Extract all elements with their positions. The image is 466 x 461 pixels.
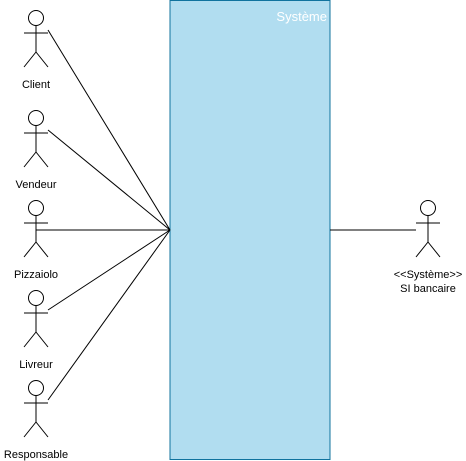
actor-client-right-leg xyxy=(35,51,49,68)
system-boundary[interactable] xyxy=(169,0,331,460)
actor-vendeur-label: Vendeur xyxy=(16,179,57,191)
actor-pizzaiolo[interactable] xyxy=(23,200,49,258)
actor-vendeur[interactable] xyxy=(23,110,49,168)
actor-livreur-right-leg xyxy=(35,331,49,348)
actor-si-bancaire[interactable] xyxy=(415,200,441,258)
actor-si-bancaire-head xyxy=(420,200,436,216)
actor-livreur[interactable] xyxy=(23,290,49,348)
actor-pizzaiolo-left-leg xyxy=(23,241,37,258)
actor-livreur-left-leg xyxy=(23,331,37,348)
actor-responsable-label: Responsable xyxy=(4,449,68,461)
association-responsable xyxy=(47,229,171,401)
actor-livreur-head xyxy=(28,290,44,306)
actor-vendeur-left-leg xyxy=(23,151,37,168)
actor-pizzaiolo-right-leg xyxy=(35,241,49,258)
system-title: Système xyxy=(276,9,327,24)
actor-responsable-head xyxy=(28,380,44,396)
actor-si-bancaire-left-leg xyxy=(415,241,429,258)
actor-responsable[interactable] xyxy=(23,380,49,438)
actor-client[interactable] xyxy=(23,10,49,68)
association-vendeur xyxy=(47,129,171,231)
actor-client-label: Client xyxy=(22,79,50,91)
actor-si-bancaire-stereotype: <<Système>> xyxy=(394,269,463,281)
actor-responsable-right-leg xyxy=(35,421,49,438)
association-client xyxy=(47,29,171,231)
actor-client-head xyxy=(28,10,44,26)
actor-si-bancaire-label: SI bancaire xyxy=(400,283,456,295)
actor-responsable-left-leg xyxy=(23,421,37,438)
actor-si-bancaire-right-leg xyxy=(427,241,441,258)
actor-pizzaiolo-head xyxy=(28,200,44,216)
actor-client-left-leg xyxy=(23,51,37,68)
association-livreur xyxy=(47,229,171,311)
actor-pizzaiolo-label: Pizzaiolo xyxy=(14,269,58,281)
actor-vendeur-right-leg xyxy=(35,151,49,168)
actor-vendeur-head xyxy=(28,110,44,126)
actor-livreur-label: Livreur xyxy=(19,359,53,371)
